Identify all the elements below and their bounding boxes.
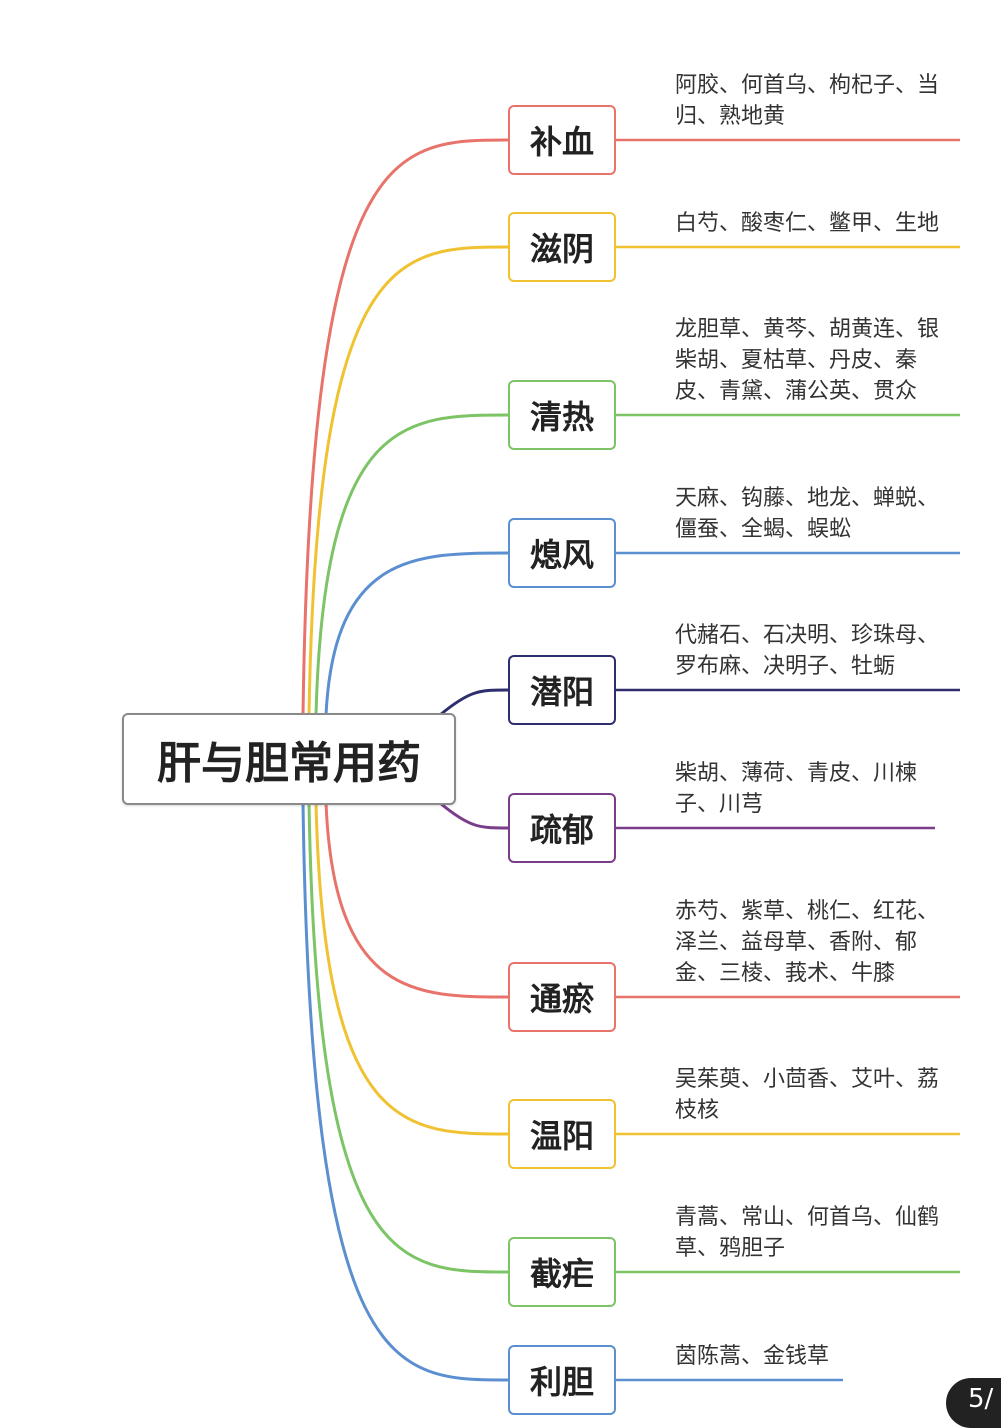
branch-node: 补血: [508, 105, 616, 175]
leaf-text: 茵陈蒿、金钱草: [675, 1344, 830, 1369]
root-node: 肝与胆常用药: [122, 713, 456, 805]
branch-node: 利胆: [508, 1345, 616, 1415]
branch-connector: [439, 801, 509, 830]
branch-node: 截疟: [508, 1237, 616, 1307]
branch-node: 通瘀: [508, 962, 616, 1032]
branch-node: 温阳: [508, 1099, 616, 1169]
leaf-text: 青蒿、常山、何首乌、仙鹤草、鸦胆子: [675, 1205, 940, 1261]
branch-connector: [324, 802, 509, 999]
leaf-text: 柴胡、薄荷、青皮、川楝子、川芎: [675, 761, 918, 817]
branch-connector: [301, 138, 509, 716]
branch-connector: [307, 802, 509, 1274]
leaf-text: 赤芍、紫草、桃仁、红花、泽兰、益母草、香附、郁金、三棱、莪术、牛膝: [675, 899, 940, 986]
branch-node: 疏郁: [508, 793, 616, 863]
branch-node: 熄风: [508, 518, 616, 588]
branch-node: 潜阳: [508, 655, 616, 725]
branch-connector: [314, 413, 509, 716]
branch-connector: [307, 245, 509, 716]
branch-connector: [439, 688, 509, 717]
branch-connector: [314, 802, 509, 1136]
leaf-text: 龙胆草、黄芩、胡黄连、银柴胡、夏枯草、丹皮、秦皮、青黛、蒲公英、贯众: [675, 317, 940, 404]
branch-node: 清热: [508, 380, 616, 450]
branch-connector: [301, 802, 509, 1382]
leaf-text: 代赭石、石决明、珍珠母、罗布麻、决明子、牡蛎: [675, 623, 940, 679]
leaf-text: 吴茱萸、小茴香、艾叶、荔枝核: [675, 1067, 940, 1123]
leaf-text: 白芍、酸枣仁、鳖甲、生地: [675, 211, 940, 236]
branch-connector: [324, 551, 509, 716]
leaf-text: 天麻、钩藤、地龙、蝉蜕、僵蚕、全蝎、蜈蚣: [675, 486, 940, 542]
page-indicator: 5/: [946, 1378, 1001, 1428]
leaf-text: 阿胶、何首乌、枸杞子、当归、熟地黄: [675, 73, 940, 129]
branch-node: 滋阴: [508, 212, 616, 282]
